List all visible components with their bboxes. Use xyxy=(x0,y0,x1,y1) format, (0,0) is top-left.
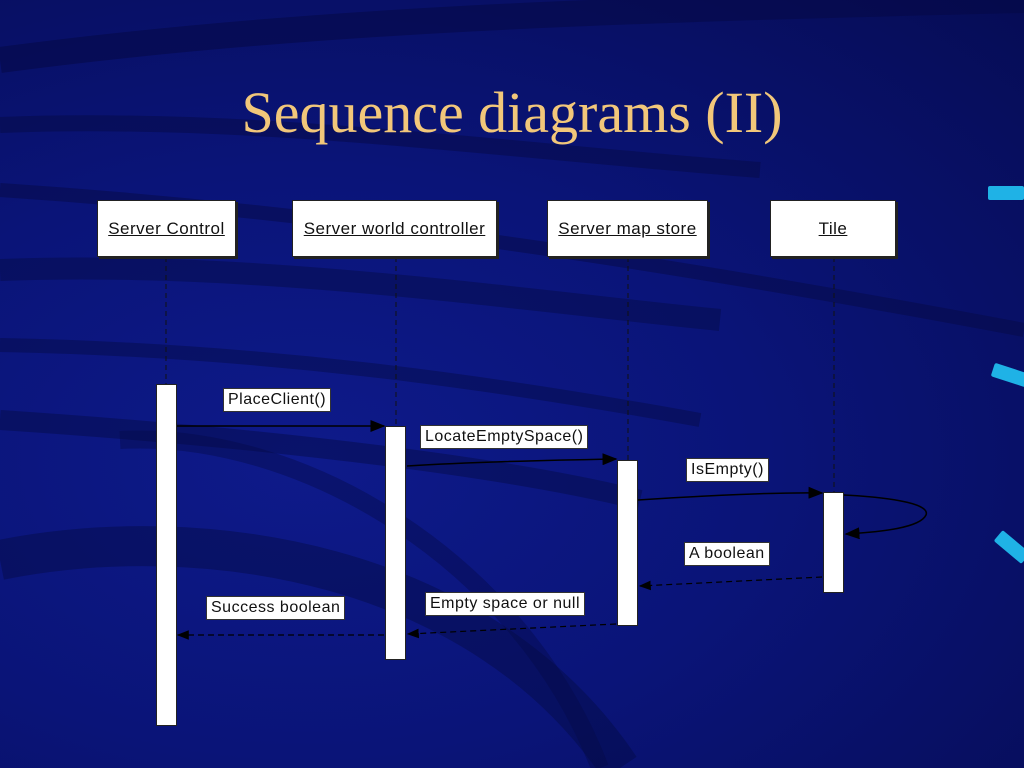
arrow-isempty xyxy=(637,486,824,501)
activation-server-map-store xyxy=(617,460,638,626)
activation-server-control xyxy=(156,384,177,726)
message-label-a-boolean: A boolean xyxy=(684,542,770,566)
arrow-self-loop xyxy=(843,494,927,540)
activation-server-world-controller xyxy=(385,426,406,660)
message-label-locateemptyspace: LocateEmptySpace() xyxy=(420,425,589,449)
arrow-locateemptyspace xyxy=(406,453,618,467)
object-server-control: Server Control xyxy=(97,200,236,257)
object-server-map-store: Server map store xyxy=(547,200,708,257)
message-label-empty-space-or-null: Empty space or null xyxy=(425,592,586,616)
arrow-a-boolean xyxy=(638,576,823,591)
activation-tile xyxy=(823,492,844,593)
accent-tab-1 xyxy=(988,186,1024,200)
message-label-placeclient: PlaceClient() xyxy=(223,388,332,412)
object-tile: Tile xyxy=(770,200,896,257)
message-label-isempty: IsEmpty() xyxy=(686,458,769,482)
slide-title: Sequence diagrams (II) xyxy=(241,80,783,145)
arrow-empty-space-or-null xyxy=(406,623,617,639)
object-server-world-controller: Server world controller xyxy=(292,200,497,257)
message-label-success-boolean: Success boolean xyxy=(206,596,346,620)
